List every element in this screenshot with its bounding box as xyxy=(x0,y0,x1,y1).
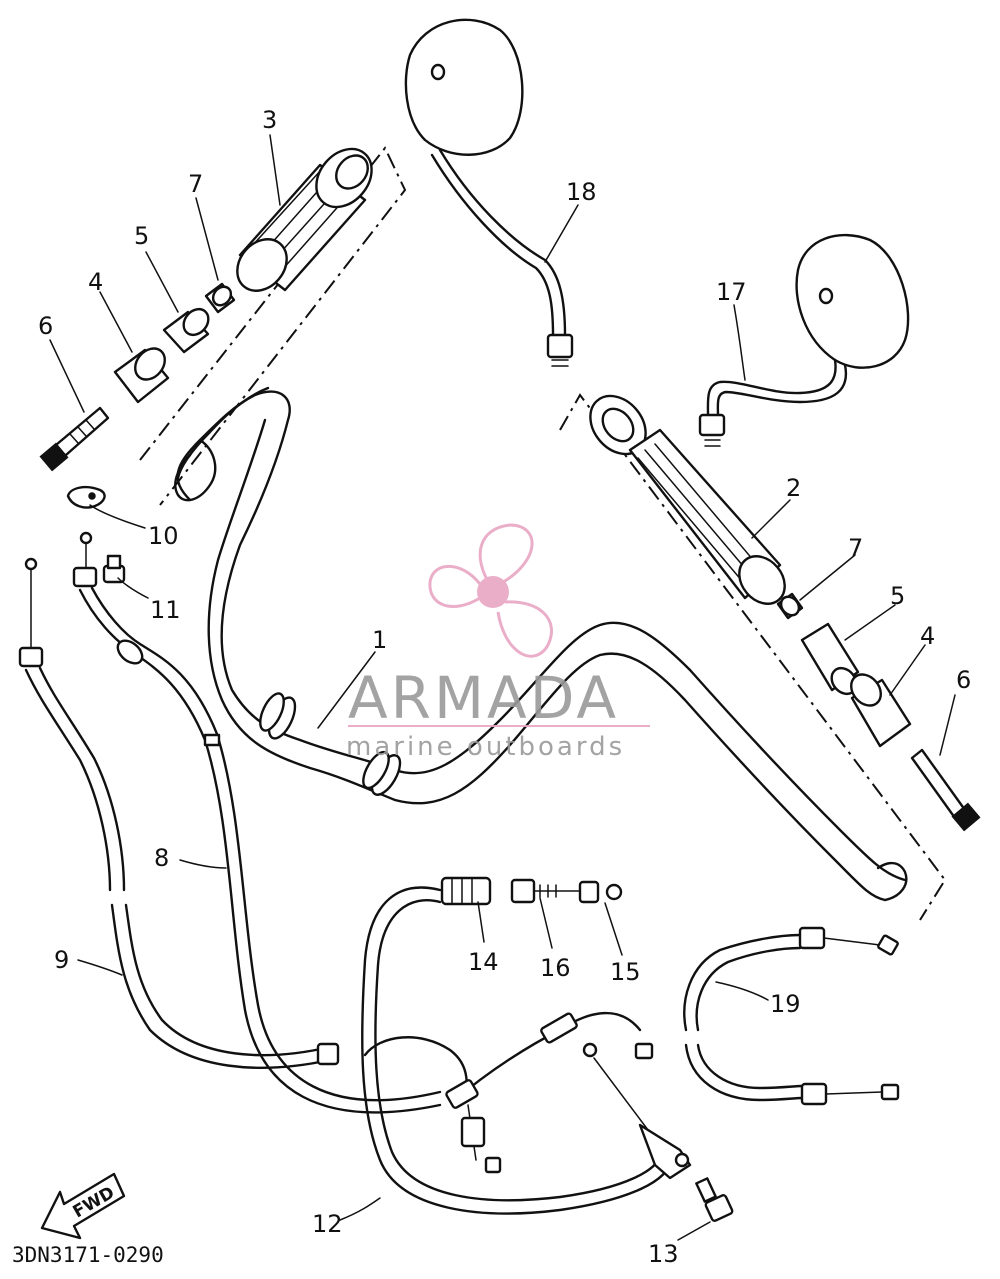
bolt-13 xyxy=(695,1177,734,1222)
callout-7-left: 7 xyxy=(188,170,203,198)
diagram-code: 3DN3171-0290 xyxy=(12,1243,164,1267)
assembly-lines xyxy=(139,146,947,921)
callout-4-right: 4 xyxy=(920,622,935,650)
callout-19: 19 xyxy=(770,990,801,1018)
callout-10: 10 xyxy=(148,522,179,550)
callout-2: 2 xyxy=(786,474,801,502)
propeller-icon xyxy=(428,523,553,658)
brand-tagline: marine outboards xyxy=(346,732,625,762)
callout-12: 12 xyxy=(312,1210,343,1238)
callout-17: 17 xyxy=(716,278,747,306)
callout-14: 14 xyxy=(468,948,499,976)
callout-labels: 3 7 5 4 6 10 11 1 18 17 2 7 5 4 6 8 9 14… xyxy=(38,106,971,1268)
callout-16: 16 xyxy=(540,954,571,982)
callout-4-left: 4 xyxy=(88,268,103,296)
callout-5-left: 5 xyxy=(134,222,149,250)
left-mirror xyxy=(404,18,574,367)
clutch-cable xyxy=(72,531,442,1114)
right-mirror xyxy=(698,233,910,447)
leader-lines xyxy=(49,134,956,1241)
callout-15: 15 xyxy=(610,958,641,986)
callout-5-right: 5 xyxy=(890,582,905,610)
cable-assembly xyxy=(361,886,692,1215)
callout-18: 18 xyxy=(566,178,597,206)
clamp-parts xyxy=(66,485,126,584)
callout-1: 1 xyxy=(372,626,387,654)
callout-3: 3 xyxy=(262,106,277,134)
callout-7-right: 7 xyxy=(848,534,863,562)
armada-watermark: ARMADA marine outboards xyxy=(346,523,650,762)
right-grip xyxy=(589,394,786,605)
fwd-arrow: FWD xyxy=(40,1172,126,1240)
cable-adjusters xyxy=(440,876,623,906)
callout-13: 13 xyxy=(648,1240,679,1268)
choke-cable xyxy=(683,926,900,1106)
left-grip xyxy=(236,147,373,292)
brand-name: ARMADA xyxy=(348,664,619,732)
throttle-cable xyxy=(18,557,340,1069)
handlebar xyxy=(174,386,908,902)
callout-6-right: 6 xyxy=(956,666,971,694)
right-end-parts xyxy=(776,592,981,832)
callout-8: 8 xyxy=(154,844,169,872)
callout-11: 11 xyxy=(150,596,181,624)
callout-6-left: 6 xyxy=(38,312,53,340)
callout-9: 9 xyxy=(54,946,69,974)
left-end-parts xyxy=(39,282,236,472)
